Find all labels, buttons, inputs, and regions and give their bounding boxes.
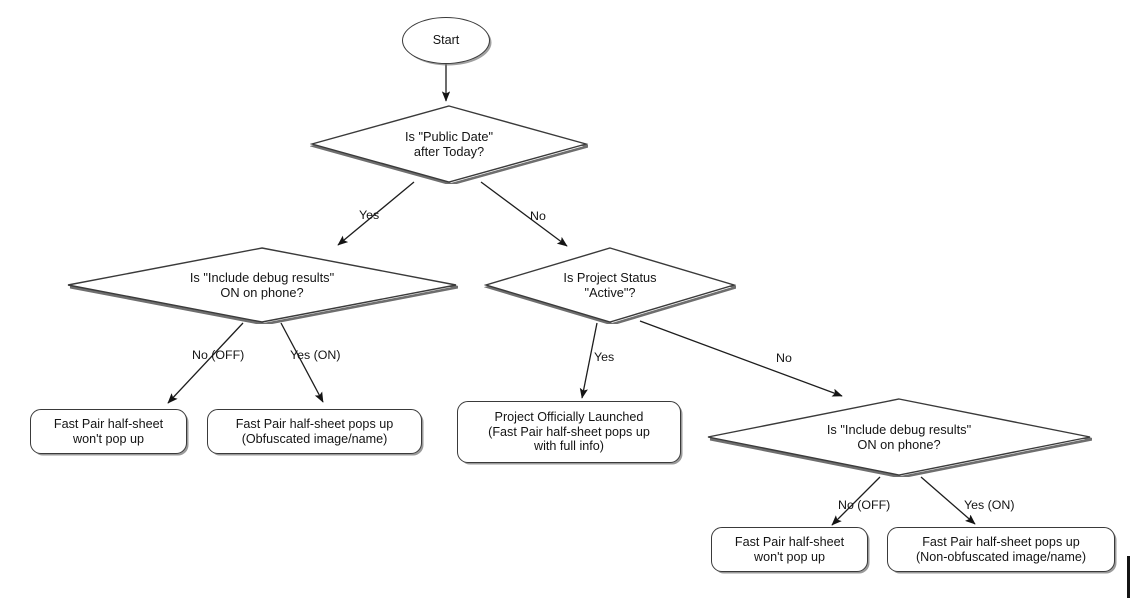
edge-debug-right-yes-left — [280, 322, 324, 403]
node-result-launched-label: Project Officially Launched(Fast Pair ha… — [488, 409, 650, 454]
node-decision-debug-right[interactable]: Is "Include debug results"ON on phone? — [706, 397, 1092, 477]
node-start[interactable]: Start — [402, 17, 490, 64]
node-result-left-on[interactable]: Fast Pair half-sheet pops up(Obfuscated … — [207, 409, 422, 454]
edge-public-date-no — [480, 181, 568, 247]
node-result-launched[interactable]: Project Officially Launched(Fast Pair ha… — [457, 401, 681, 463]
edge-status-no — [639, 320, 843, 397]
edge-label-debug-left-yes: Yes (ON) — [290, 348, 341, 362]
edge-status-yes — [579, 322, 598, 399]
edge-label-status-no: No — [776, 351, 792, 365]
diamond-shape — [484, 247, 736, 324]
node-decision-project-status-label: Is Project Status"Active"? — [563, 269, 657, 300]
edge-debug-right-yes — [920, 476, 976, 525]
diamond-shape — [310, 105, 588, 184]
edge-label-status-yes: Yes — [594, 350, 615, 364]
edge-debug-right-no — [831, 476, 881, 526]
edge-label-debug-left-no: No (OFF) — [192, 348, 245, 362]
node-decision-public-date-label: Is "Public Date"after Today? — [404, 128, 494, 159]
diamond-shape — [707, 398, 1092, 477]
diamond-shape — [67, 247, 458, 324]
edge-label-debug-right-yes: Yes (ON) — [964, 498, 1015, 512]
edge-label-public-date-yes: Yes — [359, 208, 380, 222]
node-result-left-on-label: Fast Pair half-sheet pops up(Obfuscated … — [235, 416, 394, 446]
edge-label-debug-right-no: No (OFF) — [838, 498, 891, 512]
edge-group — [167, 63, 976, 526]
node-decision-debug-right-label: Is "Include debug results"ON on phone? — [826, 421, 972, 452]
edge-debug-left-no — [167, 322, 244, 404]
page-edge-artifact — [1127, 556, 1130, 598]
edge-label-public-date-no: No — [530, 209, 546, 223]
node-result-right-on-label: Fast Pair half-sheet pops up(Non-obfusca… — [915, 534, 1087, 564]
edge-public-date-yes — [337, 181, 415, 246]
node-decision-debug-left[interactable]: Is "Include debug results"ON on phone? — [66, 246, 458, 324]
node-decision-public-date[interactable]: Is "Public Date"after Today? — [310, 104, 588, 184]
node-decision-debug-left-label: Is "Include debug results"ON on phone? — [189, 269, 335, 300]
node-decision-project-status[interactable]: Is Project Status"Active"? — [484, 246, 736, 324]
node-start-label: Start — [432, 33, 460, 48]
node-result-right-on[interactable]: Fast Pair half-sheet pops up(Non-obfusca… — [887, 527, 1115, 572]
